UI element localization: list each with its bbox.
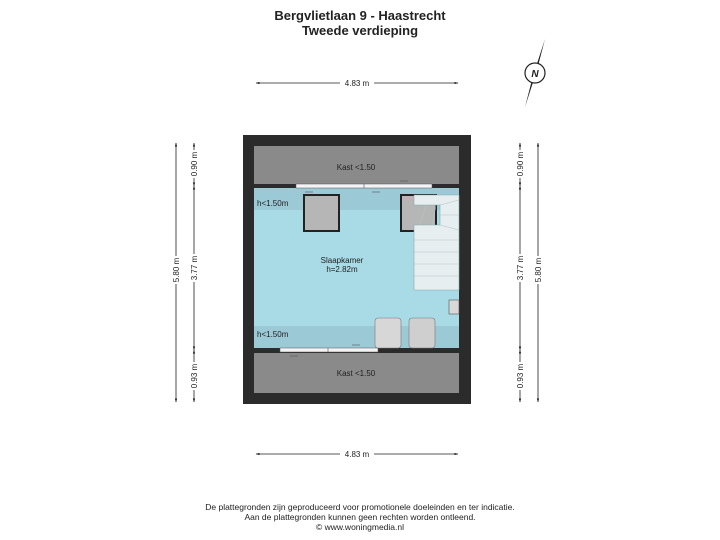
dimension-left-mid: 3.77 m [190, 255, 199, 280]
chair-left [374, 317, 402, 349]
footer-rights: Aan de plattegronden kunnen geen rechten… [244, 512, 476, 522]
kast-bottom [254, 353, 459, 393]
sliding-doors-bottom [279, 344, 379, 357]
room-height: h=2.82m [326, 265, 358, 274]
sliding-doors-top [295, 180, 433, 193]
compass: N [524, 39, 546, 107]
dimension-left: 5.80 m 0.90 m 3.77 m 0.93 m [170, 142, 200, 403]
dimension-right-bottom: 0.93 m [516, 363, 525, 388]
footer-disclaimer: De plattegronden zijn geproduceerd voor … [205, 502, 515, 512]
compass-letter: N [531, 69, 539, 80]
dimension-bottom-label: 4.83 m [345, 450, 370, 459]
dimension-right-mid: 3.77 m [516, 255, 525, 280]
radiator [448, 299, 460, 315]
low-ceiling-top-label: h<1.50m [257, 199, 289, 208]
chair-right [408, 317, 436, 349]
dimension-left-top: 0.90 m [190, 151, 199, 176]
dimension-right-total: 5.80 m [534, 257, 543, 282]
dimension-top-label: 4.83 m [345, 79, 370, 88]
dimension-bottom: 4.83 m [255, 448, 459, 459]
dimension-left-total: 5.80 m [172, 257, 181, 282]
low-ceiling-bottom [254, 326, 459, 348]
kast-top-label: Kast <1.50 [337, 163, 376, 172]
dimension-top: 4.83 m [255, 77, 459, 88]
roof-window-left [303, 194, 340, 232]
staircase [413, 194, 460, 291]
low-ceiling-bottom-label: h<1.50m [257, 330, 289, 339]
dimension-left-bottom: 0.93 m [190, 363, 199, 388]
dimension-right: 0.90 m 3.77 m 0.93 m 5.80 m [514, 142, 544, 403]
plan-subtitle: Tweede verdieping [301, 23, 419, 38]
dimension-right-top: 0.90 m [516, 151, 525, 176]
kast-bottom-label: Kast <1.50 [337, 369, 376, 378]
room-name: Slaapkamer [321, 256, 364, 265]
plan-title: Bergvlietlaan 9 - Haastrecht [274, 8, 446, 23]
footer-credit: © www.woningmedia.nl [316, 522, 404, 532]
kast-top [254, 146, 459, 184]
